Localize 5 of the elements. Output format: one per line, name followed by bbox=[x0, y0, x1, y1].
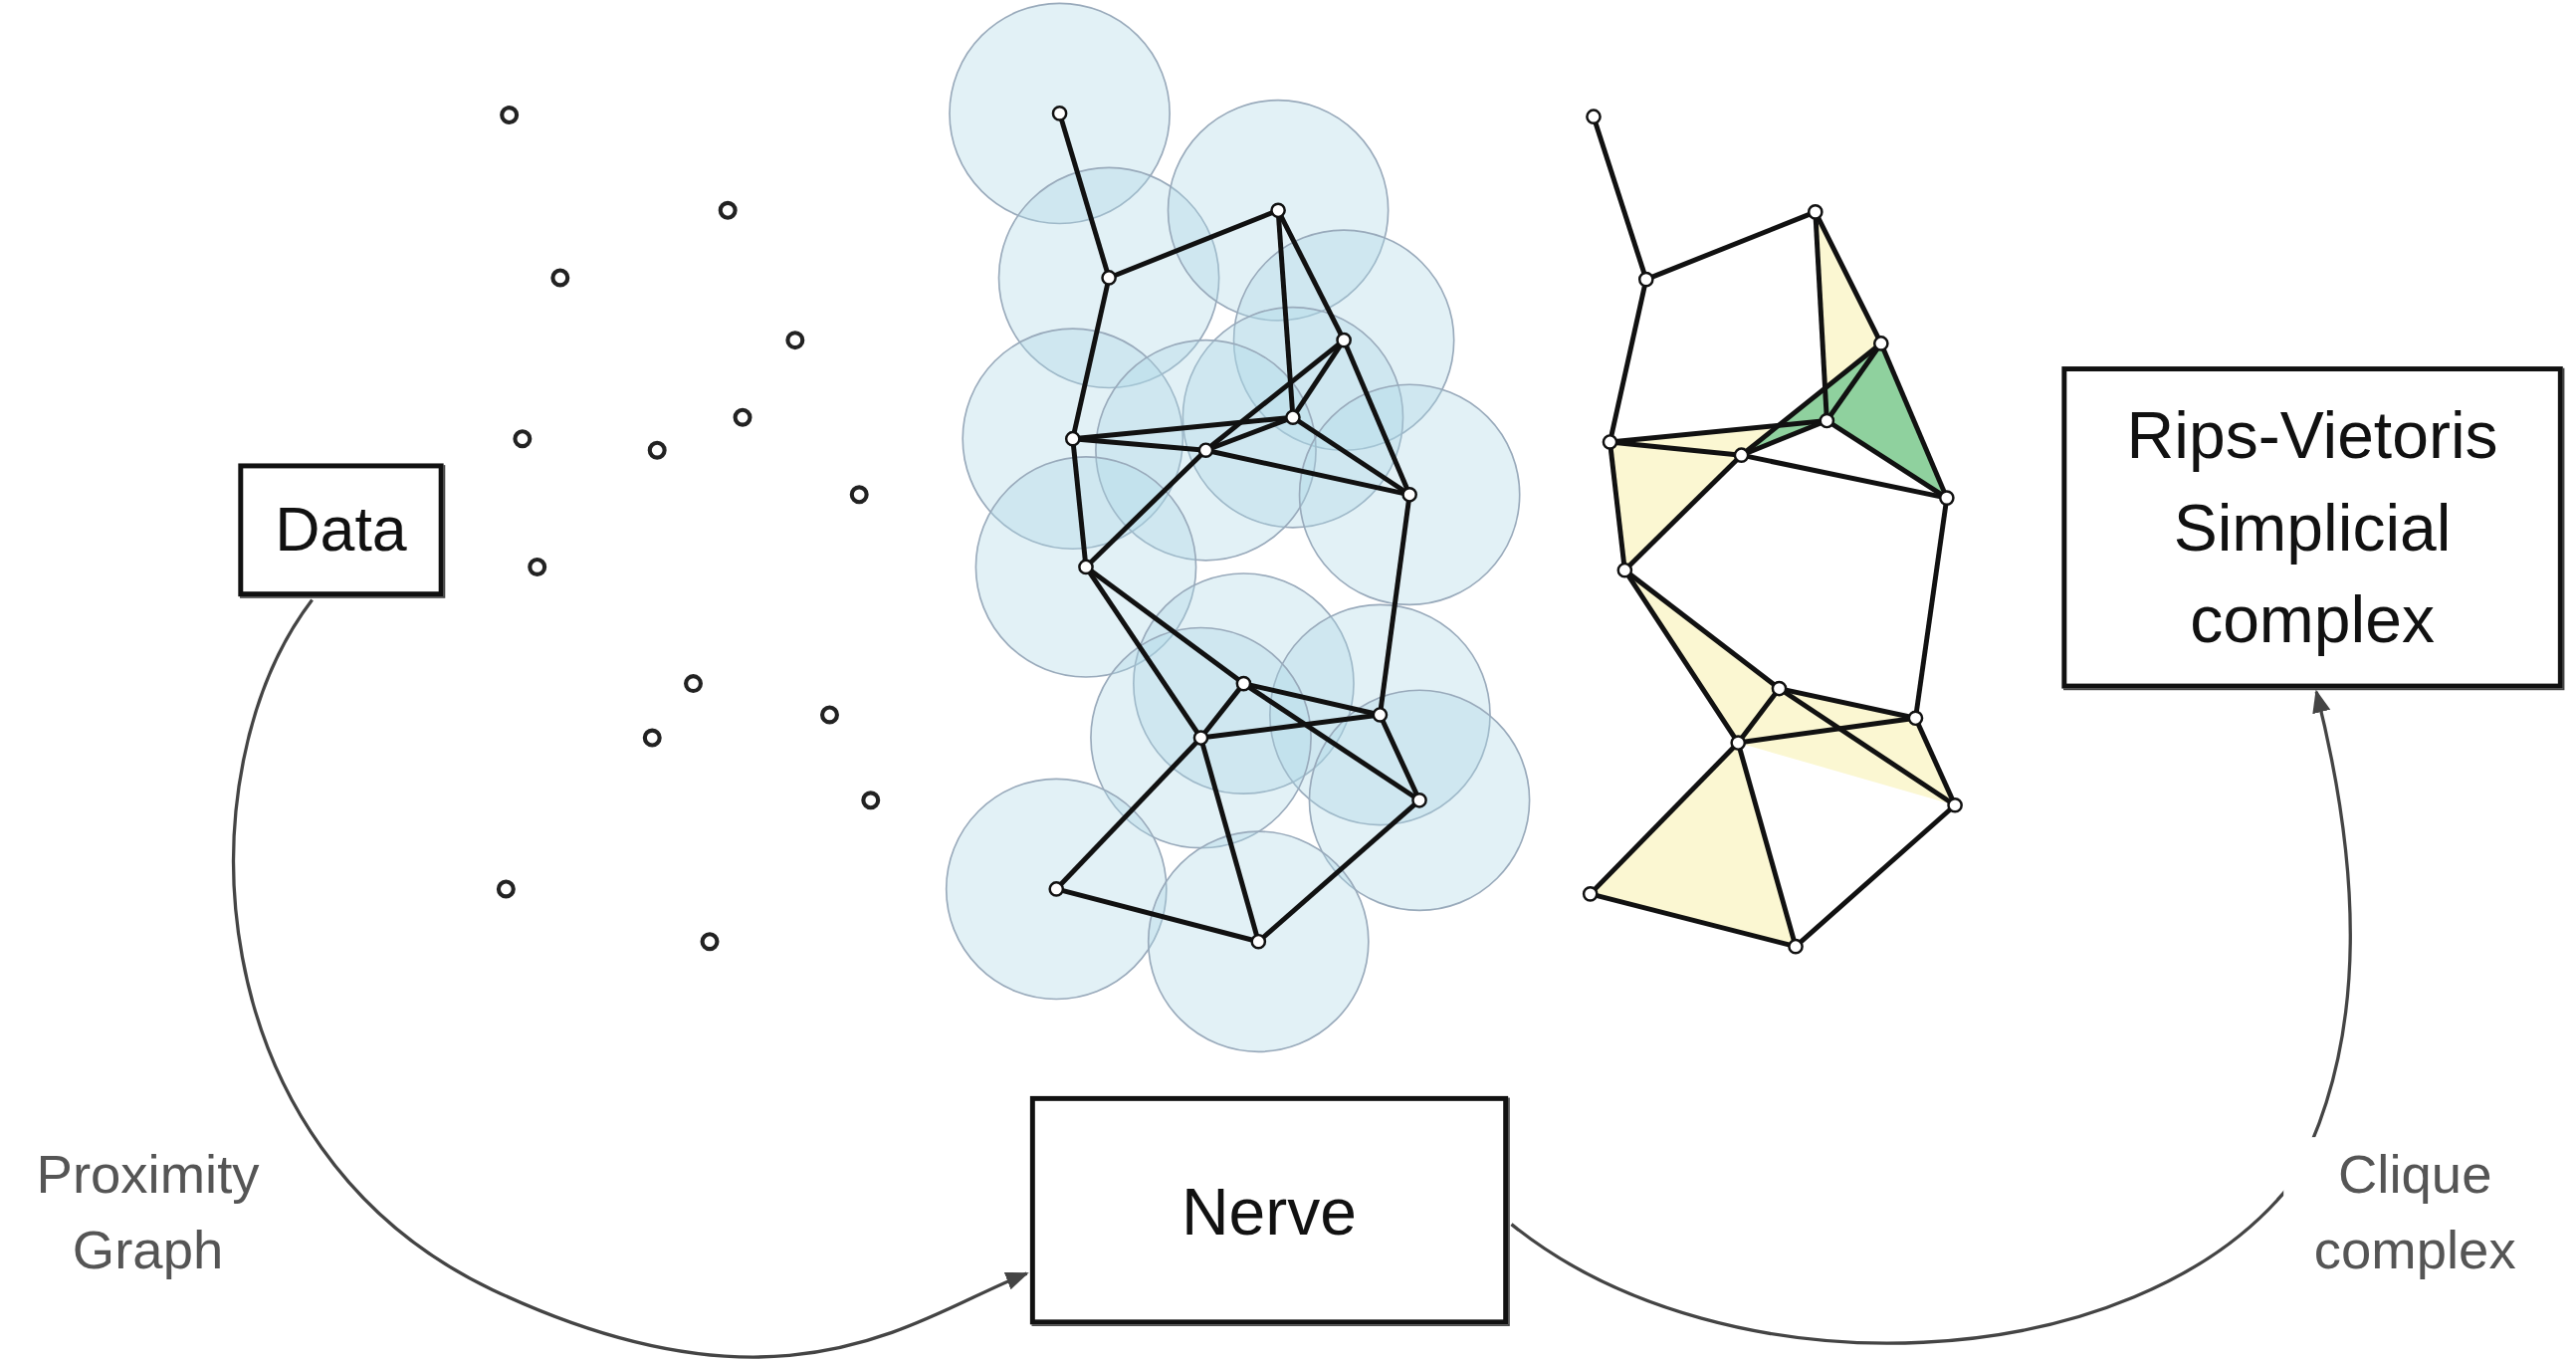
process-box: Rips-Vietoris Simplicial complex bbox=[2061, 366, 2563, 689]
curved-arrow bbox=[232, 598, 1029, 1359]
process-box: Data bbox=[238, 463, 444, 597]
process-box: Nerve bbox=[1029, 1095, 1509, 1325]
curved-arrow bbox=[1510, 689, 2352, 1344]
